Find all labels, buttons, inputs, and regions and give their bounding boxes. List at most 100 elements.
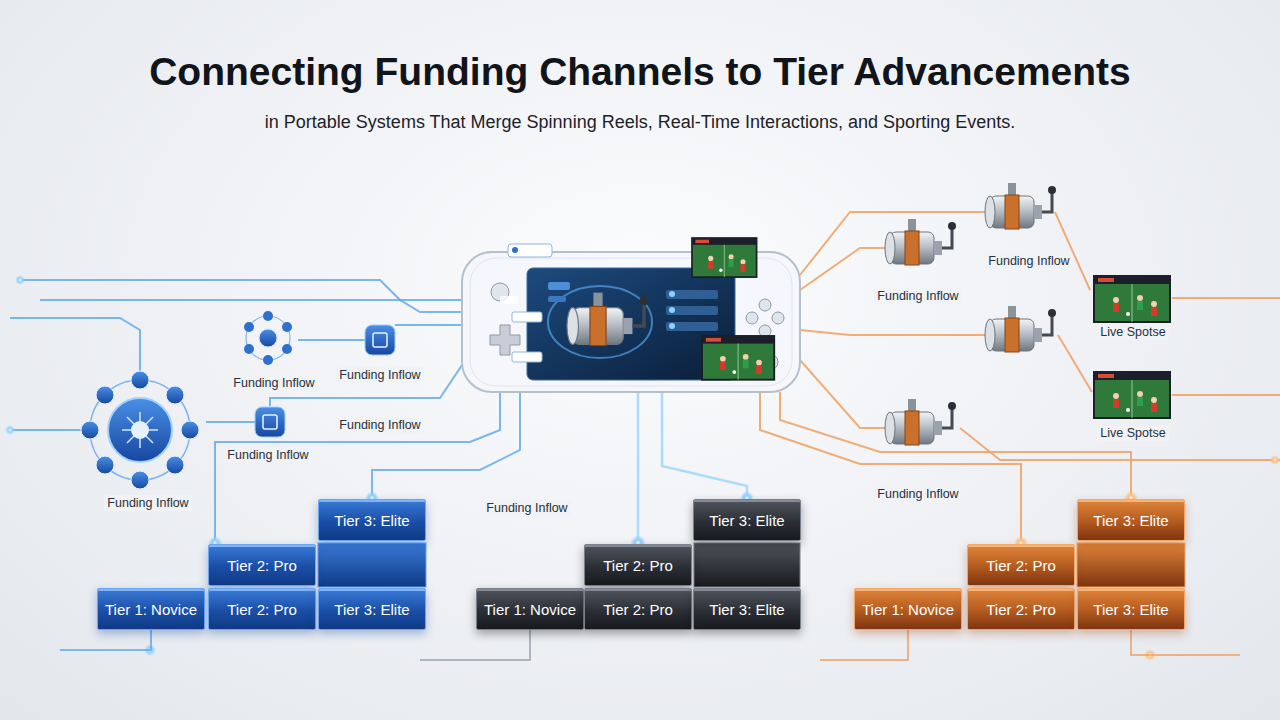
svg-use — [702, 336, 774, 380]
svg-circle — [166, 386, 184, 404]
tier-block: Tier 3: Elite — [1077, 588, 1185, 630]
svg-circle — [108, 398, 172, 462]
annotation-label: Funding Inflow — [874, 288, 961, 304]
svg-circle — [181, 421, 199, 439]
svg-circle — [772, 312, 784, 324]
tier-block: Tier 1: Novice — [97, 588, 205, 630]
svg-circle — [96, 386, 114, 404]
svg-rect — [512, 312, 542, 322]
tier-block: Tier 2: Pro — [208, 588, 316, 630]
tier-block: Tier 2: Pro — [584, 588, 692, 630]
svg-path — [206, 421, 255, 423]
svg-circle — [669, 291, 675, 297]
svg-circle — [246, 316, 290, 360]
sports-thumbnails — [1094, 276, 1170, 418]
svg-path — [10, 318, 140, 371]
svg-circle — [282, 344, 292, 354]
svg-use — [885, 219, 956, 265]
svg-path — [395, 324, 462, 326]
svg-rect — [666, 290, 718, 299]
svg-rect — [1077, 543, 1185, 587]
tier-label: Tier 1: Novice — [484, 601, 576, 618]
diagram-subtitle: in Portable Systems That Merge Spinning … — [0, 112, 1280, 133]
svg-circle — [263, 311, 273, 321]
annotation-label: Funding Inflow — [985, 253, 1072, 269]
svg-rect — [500, 296, 518, 304]
tier-block: Tier 2: Pro — [208, 544, 316, 586]
svg-g — [1094, 372, 1170, 418]
svg-path — [800, 360, 888, 428]
svg-circle — [5, 425, 15, 435]
svg-path — [1131, 630, 1240, 655]
orange-traces — [760, 212, 1280, 543]
svg-rect — [318, 543, 426, 587]
svg-use — [885, 399, 956, 445]
tier-label: Tier 2: Pro — [227, 557, 296, 574]
svg-circle — [669, 323, 675, 329]
svg-g — [567, 293, 649, 346]
svg-path — [800, 248, 888, 290]
tier-block: Tier 2: Pro — [967, 588, 1075, 630]
svg-path — [420, 630, 530, 660]
svg-circle — [90, 380, 190, 480]
tier-label: Tier 1: Novice — [862, 601, 954, 618]
tier-label: Tier 2: Pro — [986, 557, 1055, 574]
svg-circle — [263, 355, 273, 365]
annotation-label: Funding Inflow — [483, 500, 570, 516]
svg-path — [800, 212, 988, 275]
tier-label: Tier 2: Pro — [603, 601, 672, 618]
svg-path — [372, 392, 520, 498]
tier-block: Tier 3: Elite — [318, 499, 426, 541]
svg-path — [1172, 297, 1280, 299]
svg-use — [1094, 372, 1170, 418]
svg-path — [637, 392, 640, 543]
svg-rect — [365, 325, 395, 355]
floor-traces — [60, 630, 1240, 660]
diagram-title: Connecting Funding Channels to Tier Adva… — [0, 50, 1280, 94]
tier-block: Tier 3: Elite — [318, 588, 426, 630]
svg-circle — [669, 307, 675, 313]
svg-circle — [131, 421, 149, 439]
svg-g — [885, 399, 956, 445]
svg-circle — [166, 456, 184, 474]
tier-label: Tier 3: Elite — [709, 512, 784, 529]
svg-g — [985, 183, 1056, 229]
handheld-device — [462, 238, 800, 392]
annotation-label: Funding Inflow — [336, 417, 423, 433]
svg-circle — [244, 322, 254, 332]
svg-path — [820, 630, 908, 660]
svg-circle — [259, 329, 277, 347]
svg-path — [1172, 394, 1280, 396]
svg-rect — [373, 333, 387, 347]
tier-label: Tier 3: Elite — [1093, 601, 1168, 618]
svg-path — [122, 412, 158, 448]
tier-label: Tier 3: Elite — [334, 601, 409, 618]
tier-block: Tier 3: Elite — [693, 588, 801, 630]
svg-path — [1055, 212, 1090, 290]
svg-use — [985, 306, 1056, 352]
svg-use — [985, 183, 1056, 229]
annotation-label: Live Spotse — [1097, 425, 1168, 441]
svg-circle — [282, 322, 292, 332]
tier-block: Tier 3: Elite — [1077, 499, 1185, 541]
svg-path — [780, 392, 1131, 498]
svg-circle — [759, 299, 771, 311]
tier-block: Tier 3: Elite — [693, 499, 801, 541]
svg-rect — [548, 282, 570, 290]
network-hub — [81, 371, 199, 489]
svg-g — [702, 336, 774, 380]
svg-rect — [508, 244, 552, 257]
svg-rect — [512, 352, 542, 362]
svg-use — [1094, 276, 1170, 322]
reel-icons — [885, 183, 1056, 445]
svg-circle — [15, 275, 25, 285]
blue-traces — [10, 280, 520, 543]
tier-label: Tier 3: Elite — [334, 512, 409, 529]
tier-label: Tier 2: Pro — [986, 601, 1055, 618]
svg-rect — [666, 306, 718, 315]
annotation-label: Funding Inflow — [336, 367, 423, 383]
svg-circle — [244, 344, 254, 354]
svg-circle — [96, 456, 114, 474]
tier-label: Tier 2: Pro — [603, 557, 672, 574]
svg-path — [490, 325, 520, 355]
